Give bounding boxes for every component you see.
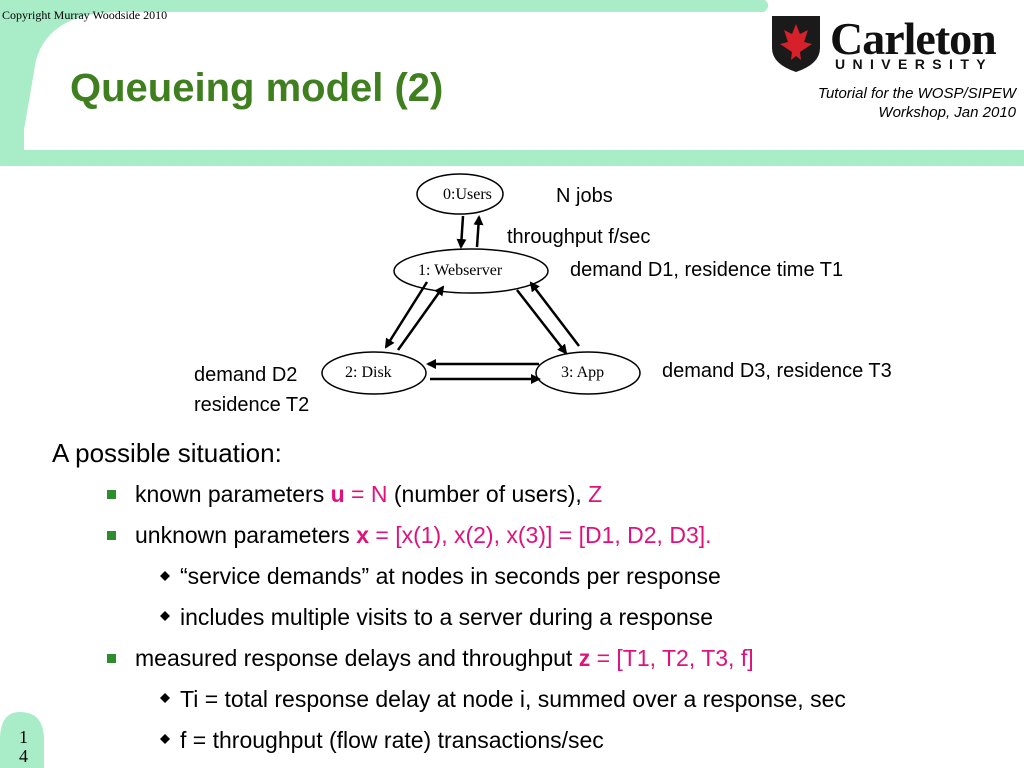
- node-disk-label: 2: Disk: [345, 364, 392, 381]
- bullet-diamond-1: [160, 571, 170, 581]
- carleton-logo-sub: UNIVERSITY: [835, 56, 994, 72]
- node-users-ellipse: [416, 173, 504, 215]
- bullet-diamond-2: [160, 611, 170, 621]
- measured-pre: measured response delays and throughput: [135, 645, 579, 671]
- sub-multiple-visits: includes multiple visits to a server dur…: [180, 604, 714, 630]
- tutorial-line-2: Workshop, Jan 2010: [878, 104, 1016, 121]
- known-pre: known parameters: [135, 481, 331, 507]
- node-webserver-ellipse: [393, 248, 549, 294]
- bullet-diamond-3: [160, 693, 170, 703]
- known-var: u: [330, 481, 345, 507]
- carleton-shield-icon: [772, 16, 820, 72]
- diagram-arrows: [384, 215, 580, 384]
- sub-f-definition: f = throughput (flow rate) transactions/…: [180, 727, 604, 753]
- measured-var: z: [578, 645, 591, 671]
- known-post: Z: [588, 481, 603, 507]
- node-app-ellipse: [535, 351, 641, 395]
- bullet-square-2: [107, 531, 116, 540]
- demand-d3-label: demand D3, residence T3: [662, 360, 892, 382]
- bottom-left-tab: [0, 712, 44, 768]
- bullet-measured-delays: measured response delays and throughput …: [135, 645, 754, 672]
- unknown-eq: = [x(1), x(2), x(3)] = [D1, D2, D3].: [368, 522, 712, 548]
- tutorial-caption: Tutorial for the WOSP/SIPEW Workshop, Ja…: [818, 84, 1016, 122]
- bullet-diamond-4: [160, 734, 170, 744]
- bullet-known-parameters: known parameters u = N (number of users)…: [135, 481, 602, 508]
- page-number-digit-1: 1: [19, 727, 28, 747]
- known-eq: = N: [344, 481, 388, 507]
- node-app-label: 3: App: [561, 364, 605, 381]
- header-divider-band: [0, 150, 1024, 166]
- carleton-logo-text: Carleton: [830, 13, 997, 64]
- njobs-label: N jobs: [556, 185, 613, 207]
- bullet-square-3: [107, 654, 116, 663]
- throughput-label: throughput f/sec: [507, 226, 651, 248]
- unknown-pre: unknown parameters: [135, 522, 357, 548]
- unknown-var: x: [356, 522, 369, 548]
- page-number-digit-2: 4: [19, 746, 28, 766]
- measured-eq: = [T1, T2, T3, f]: [590, 645, 754, 671]
- node-users-label: 0:Users: [443, 186, 492, 203]
- page-number: 1 4: [19, 728, 28, 766]
- slide-title: Queueing model (2): [70, 66, 444, 110]
- sub-service-demands: “service demands” at nodes in seconds pe…: [180, 563, 721, 589]
- bullet-unknown-parameters: unknown parameters x = [x(1), x(2), x(3)…: [135, 522, 712, 549]
- demand-d1-label: demand D1, residence time T1: [570, 259, 844, 281]
- sub-ti-definition: Ti = total response delay at node i, sum…: [180, 686, 846, 712]
- node-webserver-label: 1: Webserver: [418, 262, 503, 279]
- residence-t2-label: residence T2: [194, 394, 310, 416]
- top-green-band: [0, 0, 769, 150]
- situation-heading: A possible situation:: [52, 438, 282, 468]
- known-mid: (number of users),: [387, 481, 589, 507]
- demand-d2-label: demand D2: [194, 364, 298, 386]
- copyright-text: Copyright Murray Woodside 2010: [2, 8, 168, 22]
- bullet-square-1: [107, 490, 116, 499]
- tutorial-line-1: Tutorial for the WOSP/SIPEW: [817, 85, 1016, 102]
- node-disk-ellipse: [321, 351, 427, 395]
